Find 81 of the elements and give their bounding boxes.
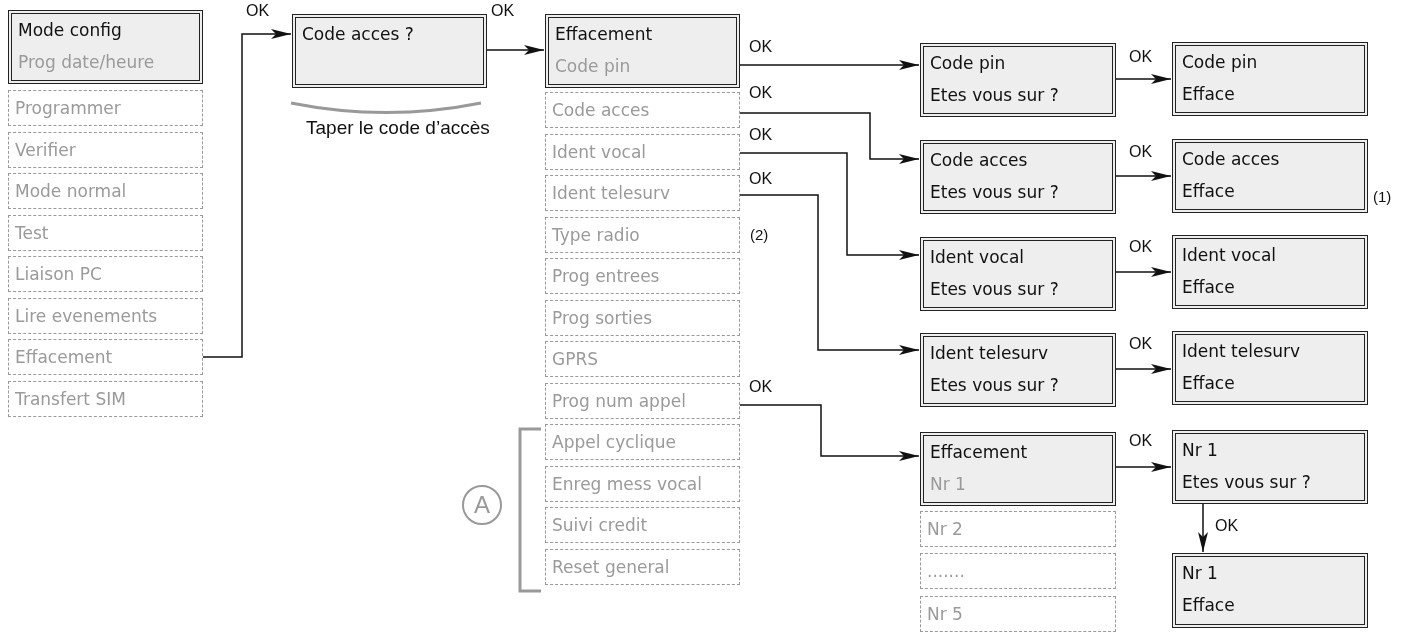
- arrow: [1115, 364, 1172, 374]
- lcd-screen: [1172, 42, 1368, 116]
- arrow: [739, 194, 920, 355]
- arrow: [739, 112, 920, 164]
- lcd-screen: [1172, 553, 1368, 628]
- screen-text: Code pin: [930, 52, 1007, 75]
- note-text: Taper le code d’accès: [306, 117, 490, 139]
- screen-text: Ident vocal: [1182, 244, 1278, 267]
- arrow: [739, 404, 920, 461]
- menu-item: Effacement: [8, 339, 203, 375]
- menu-item: Enreg mess vocal: [545, 465, 740, 502]
- screen-text: Efface: [1182, 83, 1236, 106]
- menu-item: Prog num appel: [545, 382, 740, 419]
- lcd-screen: [1172, 331, 1368, 405]
- screen-text: Efface: [1182, 372, 1236, 395]
- callout-letter: A: [462, 485, 502, 525]
- lcd-screen: [920, 237, 1116, 311]
- screen-text: Etes vous sur ?: [930, 84, 1060, 107]
- lcd-screen: [1172, 235, 1368, 309]
- lcd-screen: [8, 10, 203, 84]
- screen-text: Efface: [1182, 594, 1236, 617]
- lcd-screen: [1172, 430, 1368, 504]
- screen-text: Nr 1: [1182, 562, 1219, 585]
- screen-text: Etes vous sur ?: [930, 278, 1060, 301]
- lcd-screen: [920, 333, 1116, 407]
- note-text: (1): [1373, 188, 1392, 205]
- screen-text: Effacement: [555, 23, 654, 46]
- screen-text: Effacement: [930, 441, 1029, 464]
- menu-item: Prog sorties: [545, 299, 740, 336]
- screen-text: Etes vous sur ?: [1182, 471, 1312, 494]
- menu-item: Nr 5: [920, 596, 1116, 632]
- menu-item: Liaison PC: [8, 256, 203, 292]
- lcd-screen: [920, 43, 1116, 117]
- lcd-screen: [292, 14, 487, 88]
- screen-text: Ident telesurv: [930, 342, 1050, 365]
- lcd-screen: [1172, 139, 1368, 213]
- lcd-screen: [920, 432, 1116, 506]
- screen-text: Code pin: [1182, 51, 1259, 74]
- screen-text: Nr 1: [930, 473, 967, 496]
- arrow: [1198, 503, 1208, 553]
- arrow: [1115, 267, 1172, 277]
- menu-item: Transfert SIM: [8, 380, 203, 417]
- arrow: [1115, 74, 1172, 84]
- lcd-screen: [545, 14, 740, 88]
- screen-text: Code acces: [1182, 148, 1281, 171]
- menu-item: Ident telesurv: [545, 175, 740, 211]
- menu-item: Ident vocal: [545, 133, 740, 170]
- menu-item: Lire evenements: [8, 297, 203, 334]
- screen-text: Efface: [1182, 180, 1236, 203]
- arrow: [739, 152, 920, 260]
- menu-item: GPRS: [545, 341, 740, 377]
- screen-text: Mode config: [18, 19, 123, 42]
- menu-item: Appel cyclique: [545, 424, 740, 460]
- screen-text: Code pin: [555, 55, 632, 78]
- menu-item: .......: [920, 553, 1116, 589]
- menu-item: Type radio: [545, 216, 740, 253]
- menu-item: Prog entrees: [545, 258, 740, 294]
- screen-text: Ident vocal: [930, 246, 1026, 269]
- screen-text: Code acces ?: [302, 23, 415, 46]
- arrow: [739, 60, 920, 70]
- menu-item: Nr 2: [920, 511, 1116, 547]
- screen-text: Code acces: [930, 149, 1029, 172]
- screen-text: Nr 1: [1182, 439, 1219, 462]
- menu-item: Programmer: [8, 90, 203, 126]
- arrow: [1115, 462, 1172, 472]
- menu-item: Mode normal: [8, 173, 203, 209]
- lcd-screen: [920, 140, 1116, 214]
- screen-text: Etes vous sur ?: [930, 374, 1060, 397]
- arrow: [1115, 171, 1172, 181]
- menu-item: Code acces: [545, 92, 740, 128]
- screen-text: Efface: [1182, 276, 1236, 299]
- arrow: [202, 29, 292, 358]
- screen-text: Prog date/heure: [18, 51, 156, 74]
- menu-item: Test: [8, 214, 203, 251]
- note-text: (2): [750, 226, 769, 243]
- arrow: [486, 45, 545, 55]
- menu-item: Verifier: [8, 131, 203, 168]
- screen-text: Etes vous sur ?: [930, 181, 1060, 204]
- screen-text: Ident telesurv: [1182, 340, 1302, 363]
- menu-item: Suivi credit: [545, 507, 740, 543]
- menu-item: Reset general: [545, 548, 740, 585]
